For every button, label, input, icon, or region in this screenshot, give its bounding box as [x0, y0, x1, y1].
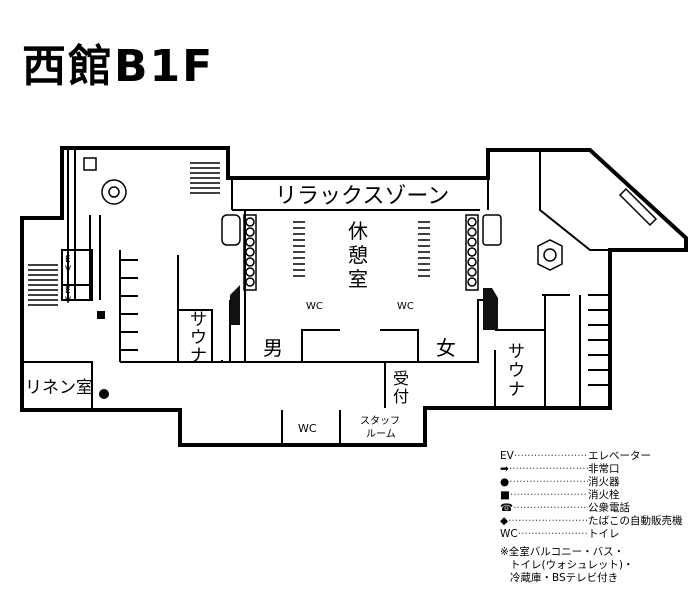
- legend-label: 非常口: [588, 463, 620, 475]
- rest-room-label-2: 憩: [348, 243, 368, 267]
- legend-label: 消火栓: [588, 489, 620, 501]
- floor-title: 西館B1F: [22, 41, 215, 92]
- wc-label-men: WC: [306, 301, 323, 312]
- fire-extinguisher-icon: [99, 389, 109, 399]
- legend-row: ➡非常口: [500, 463, 683, 476]
- note-line: トイレ(ウォシュレット)・: [510, 559, 634, 571]
- legend-label: たばこの自動販売機: [588, 515, 683, 527]
- shower-columns: [83, 157, 658, 291]
- sauna-men-1: サ: [190, 310, 207, 330]
- outer-wall: [20, 146, 688, 447]
- reception-1: 受: [393, 369, 409, 388]
- legend-label: 消火器: [588, 476, 620, 488]
- legend-symbol: EV: [500, 450, 588, 463]
- sauna-stove-men: [230, 285, 240, 325]
- reception-2: 付: [393, 387, 409, 406]
- staff-room-2: ルーム: [366, 428, 396, 440]
- sauna-women-3: ナ: [508, 380, 525, 400]
- relax-zone-label: リラックスゾーン: [275, 184, 449, 209]
- ev-2-v: V: [65, 296, 72, 306]
- sauna-men-2: ウ: [190, 328, 207, 348]
- women-label: 女: [436, 336, 456, 360]
- sauna-women-1: サ: [508, 342, 525, 362]
- interior-walls: [22, 148, 610, 445]
- wc-label-lower: WC: [298, 422, 317, 435]
- sauna-women-2: ウ: [508, 361, 525, 381]
- exit-arrow-icon: ➡: [500, 463, 588, 476]
- rest-room-label-3: 室: [348, 267, 368, 291]
- legend-label: エレベーター: [588, 450, 651, 462]
- rest-room-label-1: 休: [348, 219, 368, 243]
- amenities-note: ※全室バルコニー・バス・ トイレ(ウォシュレット)・ 冷蔵庫・BSテレビ付き: [500, 546, 690, 585]
- stairs: [28, 162, 430, 306]
- legend-label: トイレ: [588, 528, 620, 540]
- legend-symbol: WC: [500, 528, 588, 541]
- ev-2-e: E: [65, 286, 71, 296]
- note-line: ※全室バルコニー・バス・: [500, 546, 625, 558]
- linen-room-label: リネン室: [25, 378, 93, 398]
- staff-room-1: スタッフ: [360, 415, 400, 427]
- sauna-stove-women: [483, 288, 498, 330]
- circle-icon: ●: [500, 476, 588, 489]
- legend-row: ☎公衆電話: [500, 502, 683, 515]
- note-line: 冷蔵庫・BSテレビ付き: [510, 572, 619, 584]
- fire-hydrant-icon: [97, 311, 105, 319]
- wc-label-women: WC: [397, 301, 414, 312]
- legend-row: WCトイレ: [500, 528, 683, 541]
- ev-1-v: V: [65, 265, 72, 275]
- ev-1-e: E: [65, 255, 71, 265]
- legend: EVエレベーター ➡非常口 ●消火器 ■消火栓 ☎公衆電話 ◆たばこの自動販売機…: [500, 450, 683, 541]
- legend-row: EVエレベーター: [500, 450, 683, 463]
- sauna-men-3: ナ: [190, 346, 207, 366]
- legend-row: ■消火栓: [500, 489, 683, 502]
- legend-row: ●消火器: [500, 476, 683, 489]
- legend-row: ◆たばこの自動販売機: [500, 515, 683, 528]
- men-label: 男: [263, 336, 283, 360]
- diamond-icon: ◆: [500, 515, 588, 528]
- locker-rows: [120, 259, 608, 386]
- square-icon: ■: [500, 489, 588, 502]
- phone-icon: ☎: [500, 502, 588, 515]
- legend-label: 公衆電話: [588, 502, 630, 514]
